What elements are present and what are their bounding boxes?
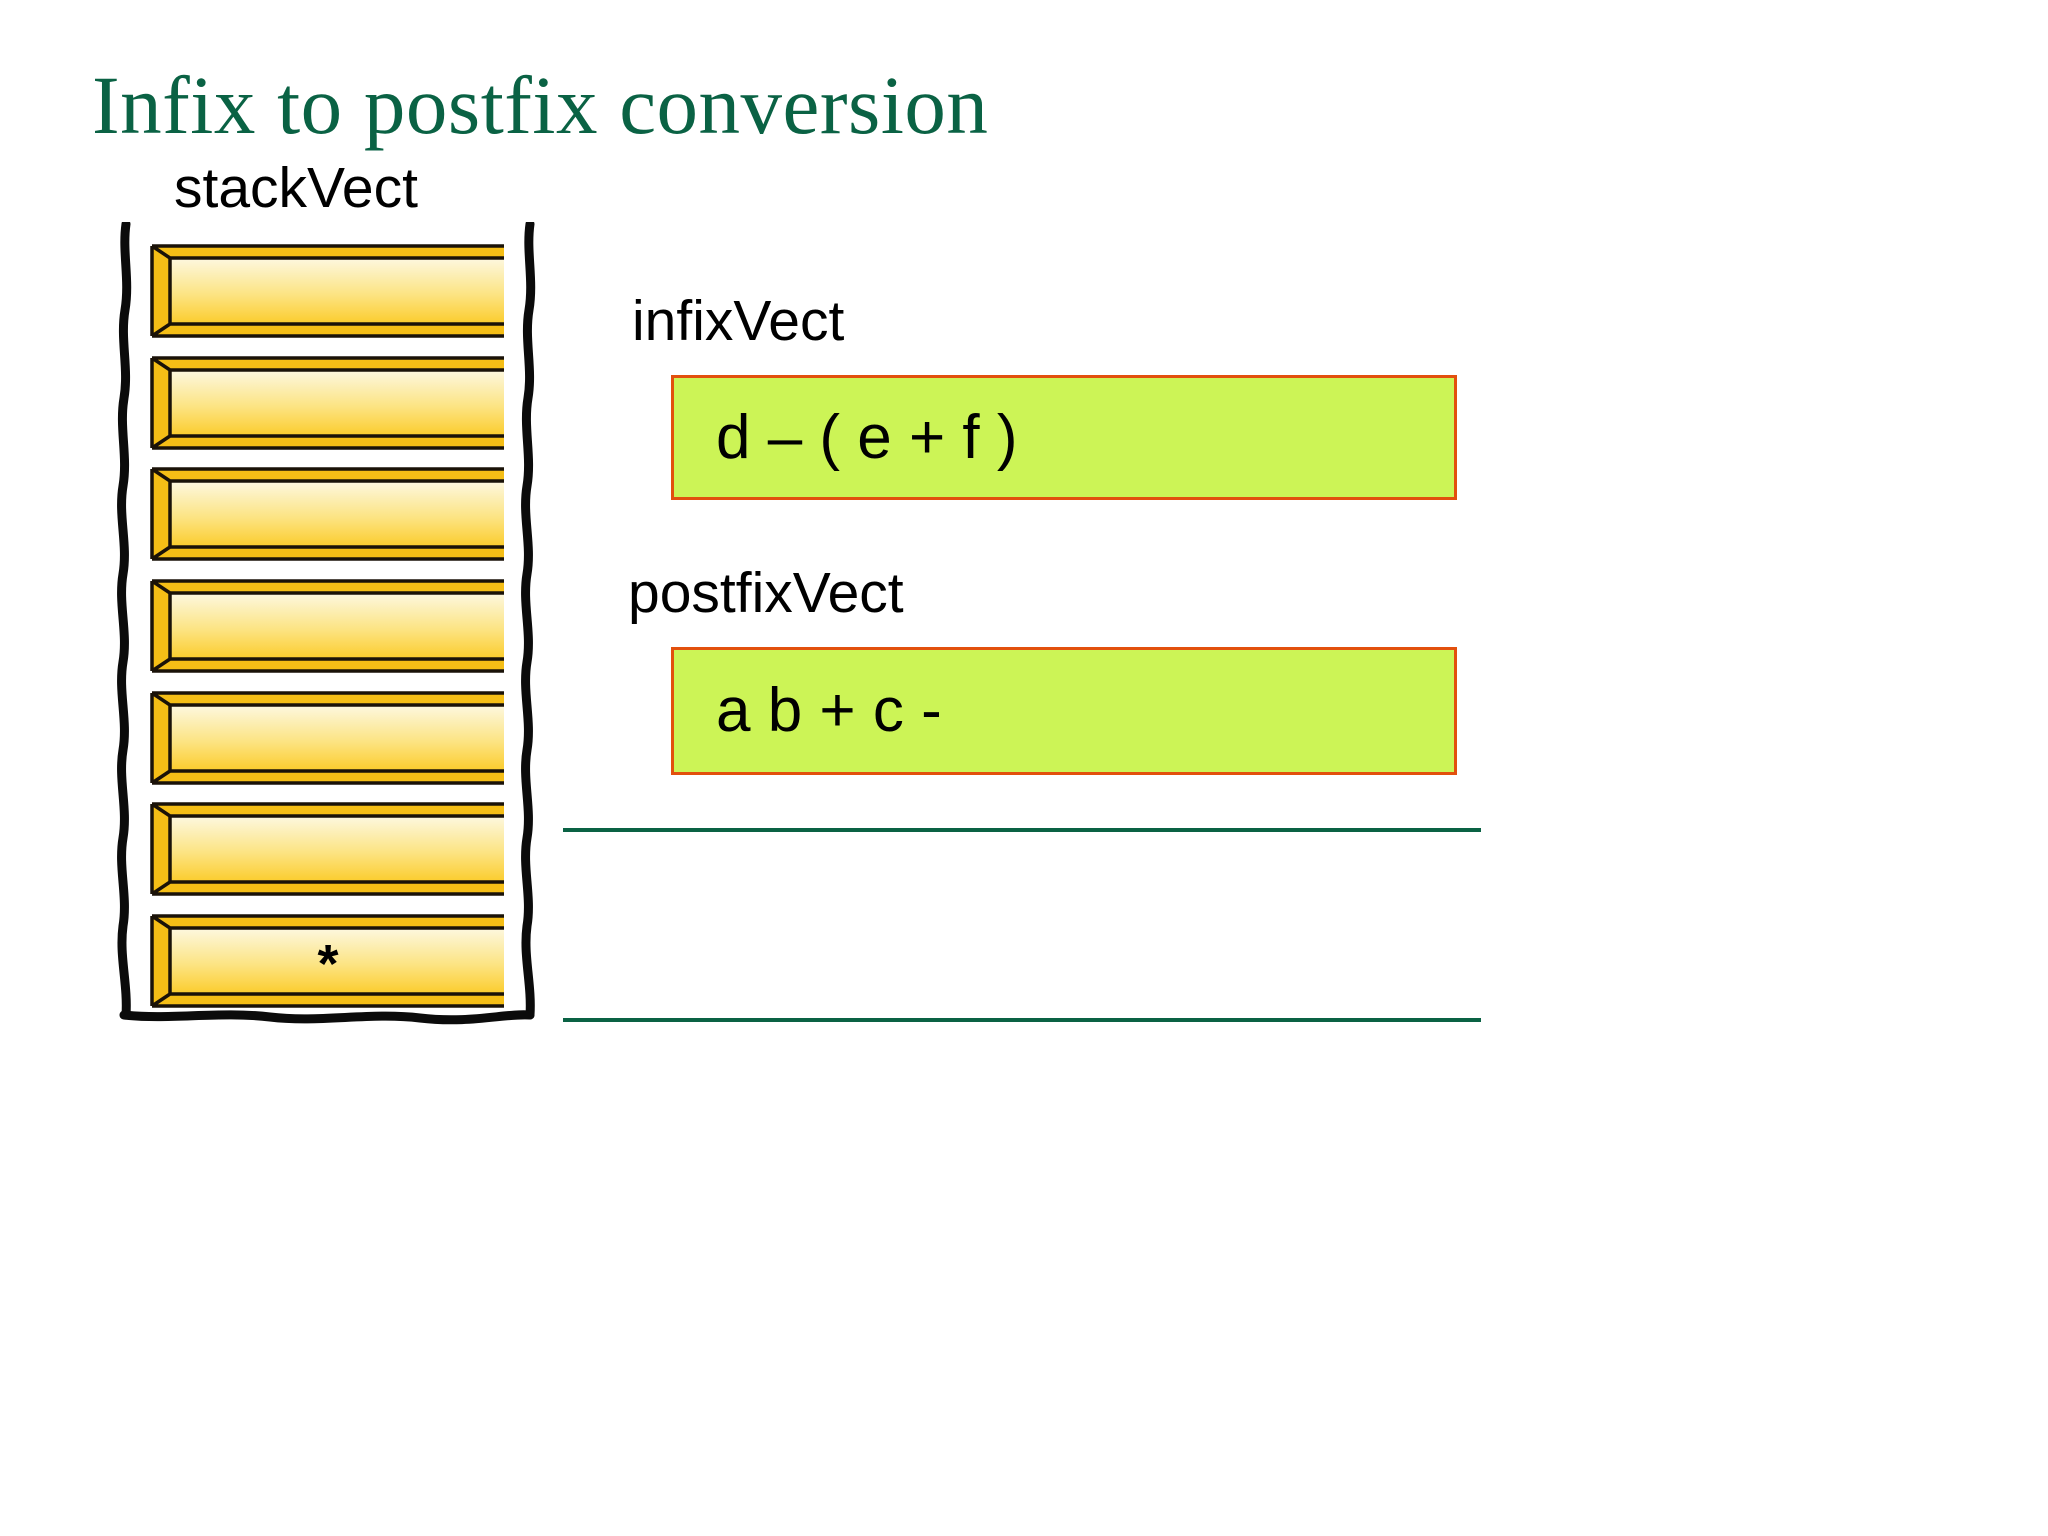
stack-cell-shape bbox=[150, 467, 504, 562]
stack-cell-shape bbox=[150, 579, 504, 673]
page-title: Infix to postfix conversion bbox=[92, 59, 989, 151]
stack-cell-value bbox=[148, 735, 508, 741]
stack-cell-value bbox=[148, 400, 508, 406]
divider-line-top bbox=[563, 828, 1481, 832]
stack-cell-top[interactable]: * bbox=[148, 912, 508, 1010]
stackvect-label: stackVect bbox=[174, 156, 418, 220]
stack-cell-shape bbox=[150, 802, 504, 897]
stack-cell-value bbox=[148, 288, 508, 294]
stack-cell-shape bbox=[150, 690, 504, 785]
stack-cell-value bbox=[148, 623, 508, 629]
stack-cell-shape bbox=[150, 244, 504, 338]
infixvect-box[interactable]: d – ( e + f ) bbox=[671, 375, 1457, 500]
postfixvect-label: postfixVect bbox=[628, 561, 904, 625]
stack-cell-value: * bbox=[317, 933, 339, 994]
stack-cell-value bbox=[148, 846, 508, 852]
divider-line-bottom bbox=[563, 1018, 1481, 1022]
stack-cell[interactable] bbox=[148, 354, 508, 452]
stack-cell[interactable] bbox=[148, 465, 508, 563]
infixvect-label: infixVect bbox=[632, 289, 845, 353]
postfixvect-box[interactable]: a b + c - bbox=[671, 647, 1457, 775]
stack-cell[interactable] bbox=[148, 800, 508, 898]
stack-cell-value bbox=[148, 511, 508, 517]
postfix-expression: a b + c - bbox=[716, 676, 942, 745]
stack-cell-list: * bbox=[148, 242, 508, 1010]
stack-cell[interactable] bbox=[148, 242, 508, 340]
infix-expression: d – ( e + f ) bbox=[716, 402, 1018, 472]
stack-diagram: * bbox=[110, 222, 560, 1027]
stack-cell[interactable] bbox=[148, 689, 508, 787]
stack-cell-shape bbox=[150, 914, 504, 1008]
stack-cell[interactable] bbox=[148, 577, 508, 675]
stack-cell-shape bbox=[150, 355, 504, 450]
